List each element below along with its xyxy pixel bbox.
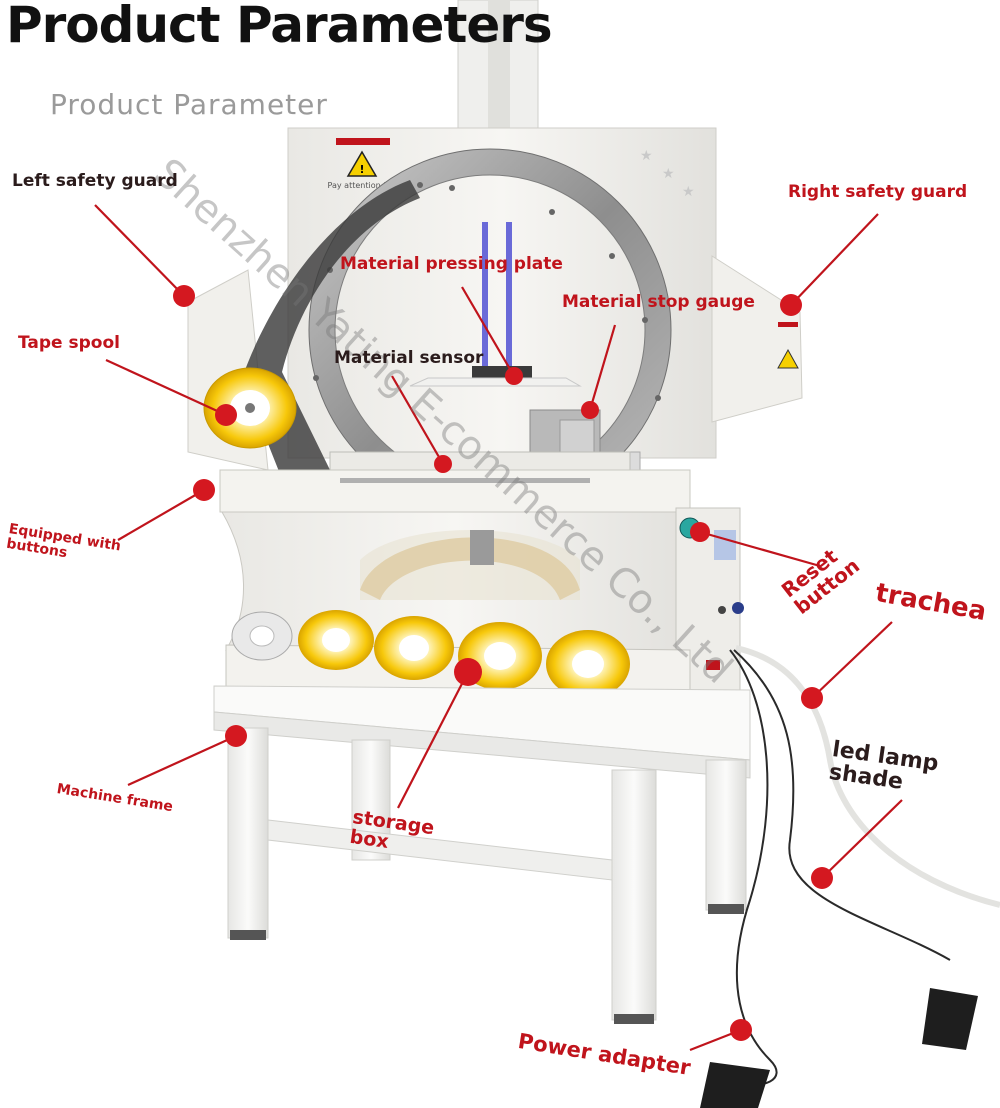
callout-left-safety-guard: Left safety guard [12,171,178,191]
page-subtitle: Product Parameter [50,88,328,121]
power-adapter-box [700,988,978,1108]
right-guard-panel [711,255,803,423]
air-hose [735,645,1000,908]
sensor-bar [329,451,631,471]
top-mast [457,0,539,129]
callout-tape-spool: Tape spool [18,333,120,353]
machine-frame-table [213,685,751,1024]
warning-text: Pay attention to safety [328,181,419,190]
pressing-plate-assembly [409,222,582,387]
callout-right-safety-guard: Right safety guard [788,182,968,202]
callout-material-sensor: Material sensor [334,348,484,368]
tape-spool-roll [203,367,297,449]
svg-text:★: ★ [682,184,695,200]
callout-leaders [94,204,903,1052]
svg-text:★: ★ [640,148,653,164]
svg-text:★: ★ [662,166,675,182]
main-deck [219,469,691,513]
callout-material-stop-gauge: Material stop gauge [562,292,755,312]
page-title: Product Parameters [6,0,553,54]
cabinet [221,511,691,651]
callout-material-pressing-plate: Material pressing plate [340,254,563,274]
power-cable [729,649,778,1086]
warning-sign: ! Pay attention to safety [328,138,419,190]
svg-text:!: ! [359,163,364,176]
